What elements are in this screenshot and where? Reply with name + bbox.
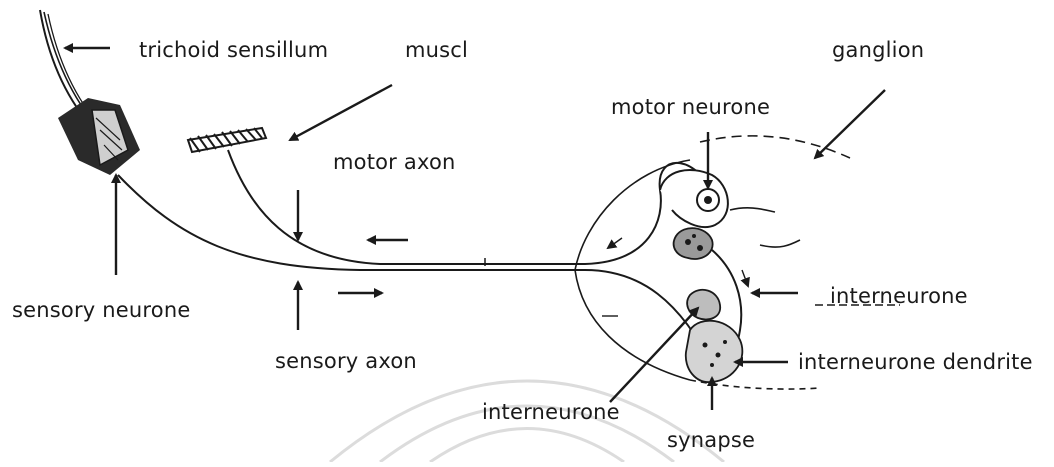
label-synapse: synapse (667, 430, 755, 451)
arrow-ganglion (815, 90, 885, 158)
label-ganglion: ganglion (832, 40, 924, 61)
label-motor-neurone: motor neurone (611, 97, 770, 118)
label-trichoid-sensillum: trichoid sensillum (139, 40, 328, 61)
upper-synapse-cluster (674, 228, 713, 259)
label-interneurone-dendrite: interneurone dendrite (798, 352, 1033, 373)
motor-neurone-body (660, 170, 775, 227)
label-sensory-neurone: sensory neurone (12, 300, 191, 321)
arrow-interneurone-bottom (610, 308, 698, 402)
label-interneurone-right: interneurone (830, 286, 968, 307)
motor-axon-line (228, 150, 715, 264)
label-sensory-axon: sensory axon (275, 351, 417, 372)
interneurone-body (686, 250, 743, 382)
label-motor-axon: motor axon (333, 152, 456, 173)
sensory-axon-line (118, 175, 715, 370)
label-interneurone-bottom: interneurone (482, 402, 620, 423)
muscle (188, 128, 266, 152)
label-muscl: muscl (405, 40, 468, 61)
sensillum-base (58, 98, 140, 175)
arrow-muscl (290, 85, 392, 140)
